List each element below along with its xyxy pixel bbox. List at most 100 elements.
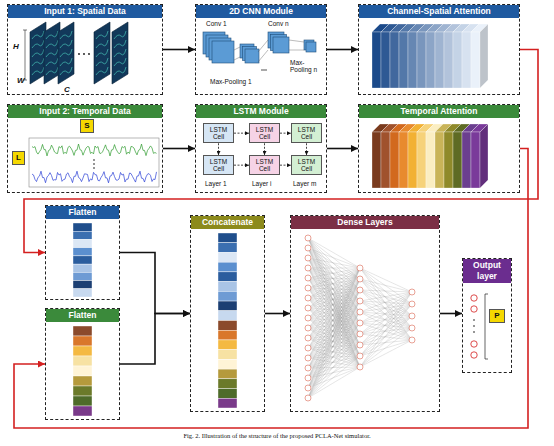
module-panel: LSTM ModuleLSTM CellLSTM CellLSTM CellLS… — [195, 104, 327, 193]
tag-text: S — [84, 122, 89, 130]
layer-label: Max-Pooling n — [290, 59, 324, 74]
flow-arrow — [440, 313, 462, 315]
network-link — [308, 290, 360, 388]
neuron — [357, 309, 363, 315]
flow-arrow — [218, 143, 219, 155]
dimension-tag: P — [489, 309, 505, 323]
feature-texture — [114, 40, 126, 48]
network-link — [360, 268, 412, 304]
attention-slice — [381, 132, 390, 188]
flow-arrow — [120, 314, 190, 365]
vector-cell — [73, 336, 92, 346]
neuron — [357, 364, 363, 370]
panel-title: 2D CNN Module — [196, 5, 326, 18]
attention-slice — [462, 132, 471, 188]
network-link — [308, 279, 360, 288]
attention-slice — [390, 32, 399, 88]
projection-line — [258, 50, 268, 62]
module-panel: Dense Layers — [290, 215, 440, 412]
module-panel: Channel-Spatial Attention — [358, 4, 520, 95]
network-link — [308, 268, 360, 279]
network-link — [308, 323, 360, 328]
network-link — [360, 290, 412, 292]
network-link — [308, 356, 360, 378]
network-link — [360, 292, 412, 312]
feature-route — [24, 50, 538, 253]
vector-cell — [73, 248, 92, 256]
neuron — [305, 315, 311, 321]
network-link — [308, 268, 360, 356]
network-link — [308, 290, 360, 318]
feature-texture — [114, 31, 126, 39]
feature-map — [306, 42, 316, 52]
feature-texture — [32, 40, 44, 48]
feature-texture — [114, 49, 126, 57]
attention-slice — [471, 132, 480, 188]
ellipsis-dot — [473, 325, 475, 327]
module-panel: Temporal Attention — [358, 104, 520, 193]
panel-title: Concatenate — [191, 216, 264, 229]
vector-cell — [218, 233, 237, 243]
neuron — [357, 353, 363, 359]
network-link — [308, 298, 360, 345]
flow-arrow — [280, 165, 291, 166]
network-link — [308, 348, 360, 367]
neuron — [409, 313, 415, 319]
feature-texture — [96, 58, 108, 66]
network-link — [308, 367, 360, 388]
neuron — [471, 306, 477, 312]
vector-cell — [73, 231, 92, 239]
network-link — [360, 328, 412, 356]
vector-cell — [218, 359, 237, 369]
ellipsis-dot — [473, 331, 475, 333]
attention-slice — [444, 32, 453, 88]
feature-texture — [32, 58, 44, 66]
network-link — [360, 316, 412, 345]
attention-slice — [462, 32, 471, 88]
neuron — [305, 285, 311, 291]
ellipsis-dot — [265, 69, 266, 70]
network-link — [308, 312, 360, 348]
network-link — [360, 316, 412, 356]
vector-cell — [73, 281, 92, 289]
network-link — [360, 301, 412, 340]
feature-texture — [32, 67, 44, 75]
network-link — [308, 323, 360, 338]
network-link — [308, 312, 360, 328]
network-link — [360, 279, 412, 340]
neuron — [305, 345, 311, 351]
ellipsis-dot — [261, 69, 262, 70]
neuron — [305, 275, 311, 281]
signal-trace — [32, 171, 157, 183]
neuron — [305, 235, 311, 241]
vector-cell — [218, 389, 237, 399]
network-link — [360, 304, 412, 367]
network-link — [308, 345, 360, 368]
network-link — [308, 278, 360, 367]
feature-texture — [96, 67, 108, 75]
feature-route — [14, 149, 528, 429]
network-link — [308, 367, 360, 398]
network-link — [308, 279, 360, 378]
network-link — [308, 258, 360, 356]
network-link — [308, 290, 360, 378]
tag-text: L — [16, 154, 21, 162]
vector-cell — [218, 243, 237, 253]
layer-label: Layer i — [252, 180, 272, 187]
network-link — [308, 367, 360, 368]
panel-title: Input 2: Temporal Data — [8, 105, 162, 118]
network-link — [360, 268, 412, 316]
projection-line — [234, 47, 240, 50]
neuron — [305, 255, 311, 261]
network-link — [360, 292, 412, 334]
attention-slice — [444, 132, 453, 188]
network-link — [308, 258, 360, 268]
flow-arrow — [306, 143, 307, 155]
feature-map — [112, 22, 128, 84]
network-link — [308, 334, 360, 358]
ellipsis-dot — [93, 167, 95, 169]
ellipsis-dot — [93, 159, 95, 161]
module-panel: Concatenate — [190, 215, 265, 412]
neuron — [471, 341, 477, 347]
